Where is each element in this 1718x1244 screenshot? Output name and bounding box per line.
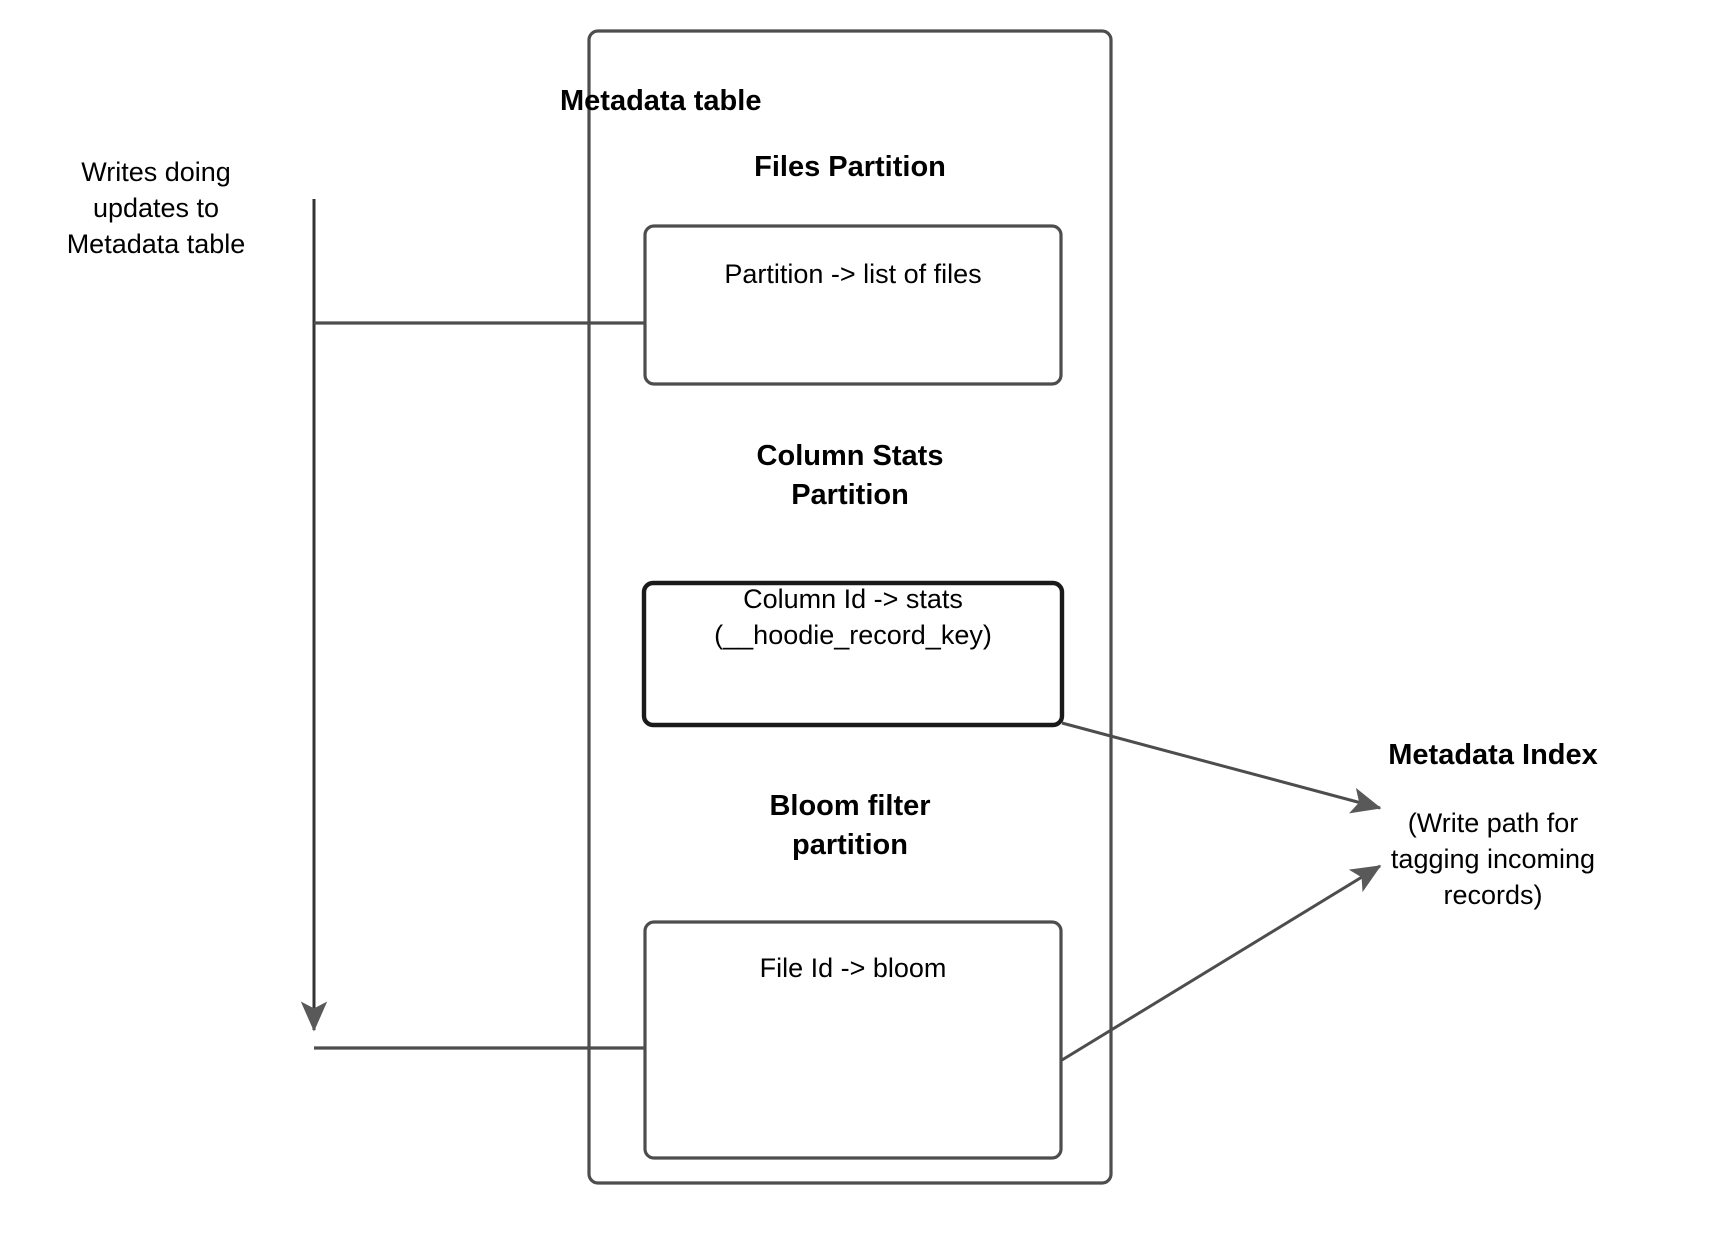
column-stats-partition-heading: Column Stats Partition <box>756 440 944 511</box>
metadata-index-subtitle: (Write path for tagging incoming records… <box>1390 808 1596 910</box>
bloom-filter-partition-heading: Bloom filter partition <box>769 790 931 861</box>
files-partition-box-text: Partition -> list of files <box>724 259 982 289</box>
column-stats-partition-box-text: Column Id -> stats (__hoodie_record_key) <box>714 584 992 650</box>
metadata-index-title: Metadata Index <box>1388 739 1598 771</box>
files-partition-heading: Files Partition <box>754 151 946 183</box>
files-partition-box <box>643 224 1063 386</box>
writes-updates-caption: Writes doing updates to Metadata table <box>66 157 246 259</box>
bloom-filter-partition-box-text: File Id -> bloom <box>759 953 947 983</box>
metadata-table-title: Metadata table <box>560 85 762 117</box>
